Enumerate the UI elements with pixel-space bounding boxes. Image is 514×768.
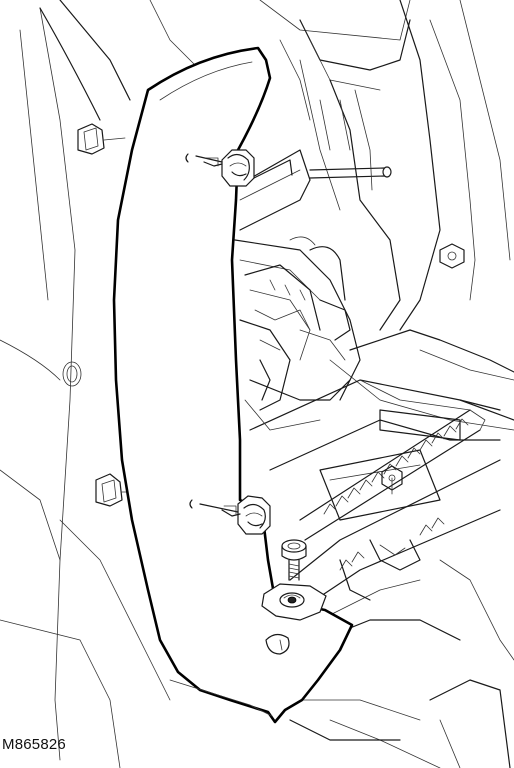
body-structure-left [0, 7, 171, 768]
trim-panel [112, 46, 354, 724]
upper-clip-housing [77, 123, 126, 155]
body-structure-upper [59, 0, 511, 331]
lower-trim-clip [189, 495, 271, 535]
upper-trim-clip [185, 149, 255, 187]
body-structure-right [329, 329, 514, 768]
cargo-floor-rail [249, 379, 501, 741]
figure-code: M865826 [2, 736, 66, 753]
body-fixing-nut [439, 243, 465, 269]
panel-fixing-bolt [261, 539, 327, 655]
latch-mechanism [229, 149, 361, 431]
